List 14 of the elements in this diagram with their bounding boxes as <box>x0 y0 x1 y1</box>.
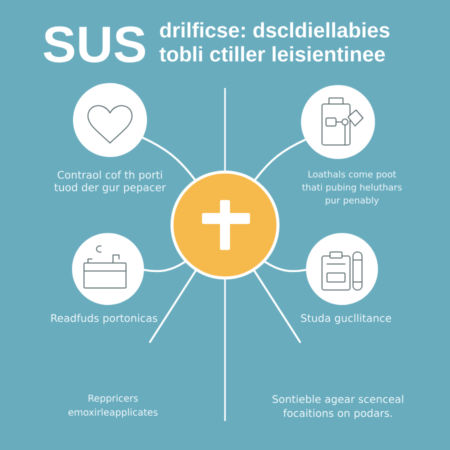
title: SUS <box>44 26 146 62</box>
subtitle: drilficse: dscldiellabies tobli ctiller leisientinee <box>159 22 390 62</box>
caption-text: Loathals come poot thati pubing heluthars pur penably <box>302 170 402 206</box>
caption-text: Studa gucllitance <box>301 314 392 324</box>
caption-text: Contraol cof th porti tuod der gur pepacer <box>54 170 166 194</box>
connector-line <box>143 260 186 272</box>
caption-text: Readfuds portonicas <box>51 314 158 324</box>
connector-line <box>254 138 306 181</box>
connector-line <box>264 260 307 272</box>
connector-line <box>149 270 197 343</box>
connector-line <box>253 270 301 343</box>
connector-line <box>142 136 196 181</box>
note-text: Reppricers emoxirleapplicates <box>68 394 158 418</box>
note-text: Sontieble agear scenceal focaitions on podars. <box>272 394 404 420</box>
